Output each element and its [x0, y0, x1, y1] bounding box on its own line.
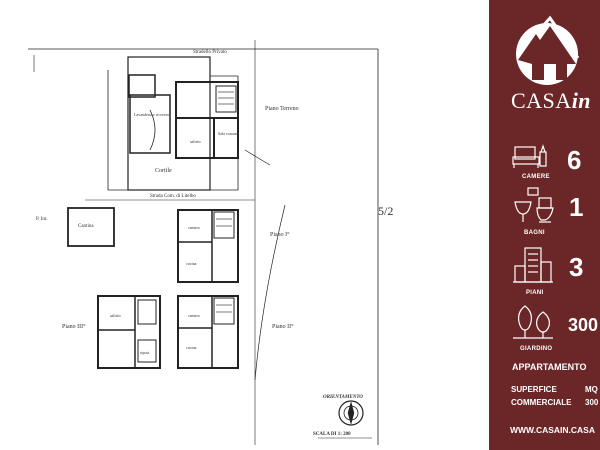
label-sala-comune: Sala comune [218, 131, 239, 136]
bed-icon [512, 144, 547, 168]
label-sheet-no: 5/2 [378, 204, 394, 218]
label-piano-1: Piano I° [270, 232, 290, 238]
stat-label-giardino: GIARDINO [520, 346, 553, 352]
stat-value-camere: 6 [567, 145, 582, 175]
superficie-unit: MQ [585, 385, 598, 394]
stat-value-giardino: 300 [568, 315, 599, 335]
building-icon [513, 247, 553, 283]
label-lavanderia: Lavanderia e ricovero [134, 112, 170, 117]
label-cantina: Cantina [78, 224, 94, 229]
label-camera-2: camera [188, 313, 200, 318]
listing-sidebar: CASAin CAMERE 6 BAGNI 1 PIANI 3 GIAR [489, 0, 600, 450]
label-salotto: salotto [190, 139, 201, 144]
stat-label-camere: CAMERE [522, 174, 550, 180]
floor-plan: Stradello Privato Piano Terreno Cortile … [28, 40, 394, 445]
label-cucina-1: cucina [186, 261, 197, 266]
stat-label-piani: PIANI [526, 290, 544, 296]
brand-main: CASA [511, 88, 572, 113]
website-link[interactable]: WWW.CASAIN.CASA [510, 425, 595, 435]
commerciale-label: COMMERCIALE [511, 398, 572, 407]
stat-value-piani: 3 [569, 252, 584, 282]
property-type: APPARTAMENTO [512, 362, 587, 372]
bathroom-icon [514, 187, 554, 223]
label-p-int: P. Int. [36, 217, 48, 222]
label-piano-2: Piano II° [272, 324, 294, 330]
label-scala: SCALA DI 1: 200 [313, 432, 351, 437]
label-cucina-2: cucina [186, 345, 197, 350]
trees-icon [513, 305, 553, 339]
label-orientamento: ORIENTAMENTO [323, 395, 363, 400]
label-salotto-3: salotto [110, 313, 121, 318]
commerciale-value: 300 [585, 398, 599, 407]
label-camera-1: camera [188, 225, 200, 230]
stat-value-bagni: 1 [569, 192, 584, 222]
floor-plan-drawing [28, 40, 379, 445]
brand-wordmark: CASAin [511, 88, 591, 114]
label-strada-privata: Stradello Privato [193, 50, 227, 55]
label-strada-com: Strada Com. di Litelbo [150, 194, 196, 199]
stat-label-bagni: BAGNI [524, 230, 545, 236]
label-ripost: ripost. [140, 350, 151, 355]
brand-suffix: in [571, 88, 592, 113]
label-cortile: Cortile [155, 168, 172, 174]
superficie-label: SUPERFICE [511, 385, 557, 394]
casa-logo-icon [516, 15, 580, 85]
label-piano-3: Piano III° [62, 324, 86, 330]
label-piano-terreno: Piano Terreno [265, 106, 299, 112]
